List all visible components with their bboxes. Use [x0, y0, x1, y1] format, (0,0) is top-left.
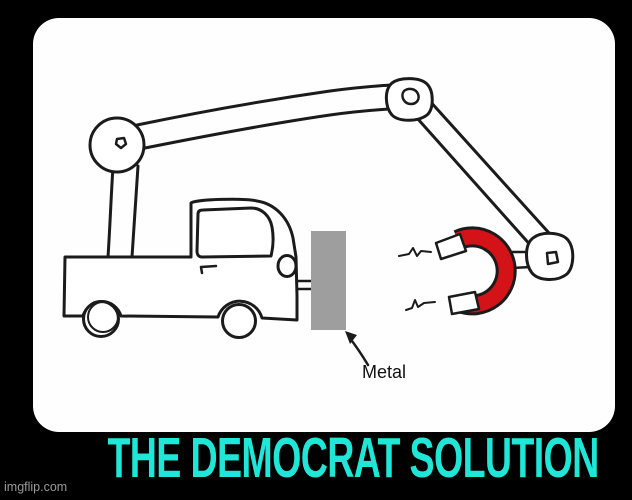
meme-caption: THE DEMOCRAT SOLUTION	[107, 426, 599, 490]
magnet-body-red	[454, 229, 514, 313]
magnet-pole-tip-lower	[447, 290, 481, 316]
boom-section-2	[415, 97, 551, 250]
crane-arm	[88, 77, 575, 281]
front-wheel	[221, 303, 257, 339]
truck-window	[195, 206, 275, 259]
magnet-icon	[434, 226, 517, 316]
metal-label: Metal	[362, 362, 406, 382]
magnet-pole-tip-upper	[434, 232, 468, 261]
top-joint-pin	[401, 87, 420, 106]
arrow-head-icon	[345, 331, 357, 344]
imgflip-watermark: imgflip.com	[4, 480, 68, 494]
metal-block	[311, 231, 346, 330]
attraction-marks	[398, 247, 436, 311]
boom-bottom-line	[143, 107, 392, 150]
crane-post-left-line	[106, 165, 115, 259]
attraction-mark-lower	[405, 299, 436, 311]
door-handle	[199, 264, 218, 275]
truck	[62, 197, 313, 339]
magnet-joint-pin	[545, 250, 560, 266]
boom-top-line	[135, 83, 393, 127]
crane-post-right-line	[130, 164, 140, 259]
rear-wheel-scribble	[87, 301, 119, 333]
left-joint-pin	[114, 136, 128, 150]
attraction-mark-upper	[398, 247, 432, 257]
metal-annotation: Metal	[345, 331, 406, 382]
headlight	[276, 254, 298, 278]
